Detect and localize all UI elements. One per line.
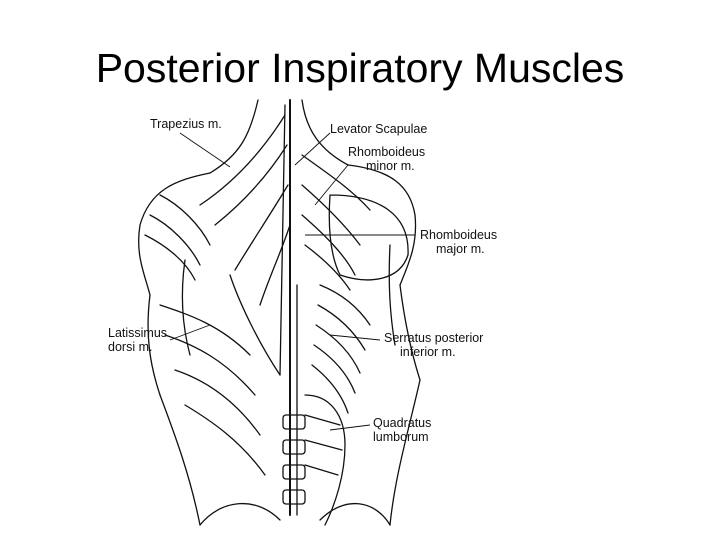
- label-trapezius: Trapezius m.: [150, 117, 222, 131]
- label-latissimus-dorsi: Latissimus dorsi m.: [108, 326, 167, 354]
- label-rhomboid-major-line2: major m.: [420, 242, 497, 256]
- label-rhomboid-minor-line2: minor m.: [348, 159, 425, 173]
- label-levator-scapulae: Levator Scapulae: [330, 122, 427, 136]
- label-levator-text: Levator Scapulae: [330, 122, 427, 136]
- label-quadratus-line1: Quadratus: [373, 416, 431, 430]
- label-latissimus-line1: Latissimus: [108, 326, 167, 340]
- label-quadratus-lumborum: Quadratus lumborum: [373, 416, 431, 444]
- label-rhomboid-major-line1: Rhomboideus: [420, 228, 497, 242]
- label-rhomboideus-minor: Rhomboideus minor m.: [348, 145, 425, 173]
- label-serratus-line1: Serratus posterior: [384, 331, 483, 345]
- leader-lines: [90, 95, 530, 535]
- slide-title: Posterior Inspiratory Muscles: [0, 38, 720, 98]
- label-rhomboideus-major: Rhomboideus major m.: [420, 228, 497, 256]
- label-rhomboid-minor-line1: Rhomboideus: [348, 145, 425, 159]
- back-muscles-illustration: [90, 95, 530, 535]
- label-trapezius-text: Trapezius m.: [150, 117, 222, 131]
- label-latissimus-line2: dorsi m.: [108, 340, 167, 354]
- label-serratus-line2: inferior m.: [384, 345, 483, 359]
- label-serratus-posterior-inferior: Serratus posterior inferior m.: [384, 331, 483, 359]
- label-quadratus-line2: lumborum: [373, 430, 431, 444]
